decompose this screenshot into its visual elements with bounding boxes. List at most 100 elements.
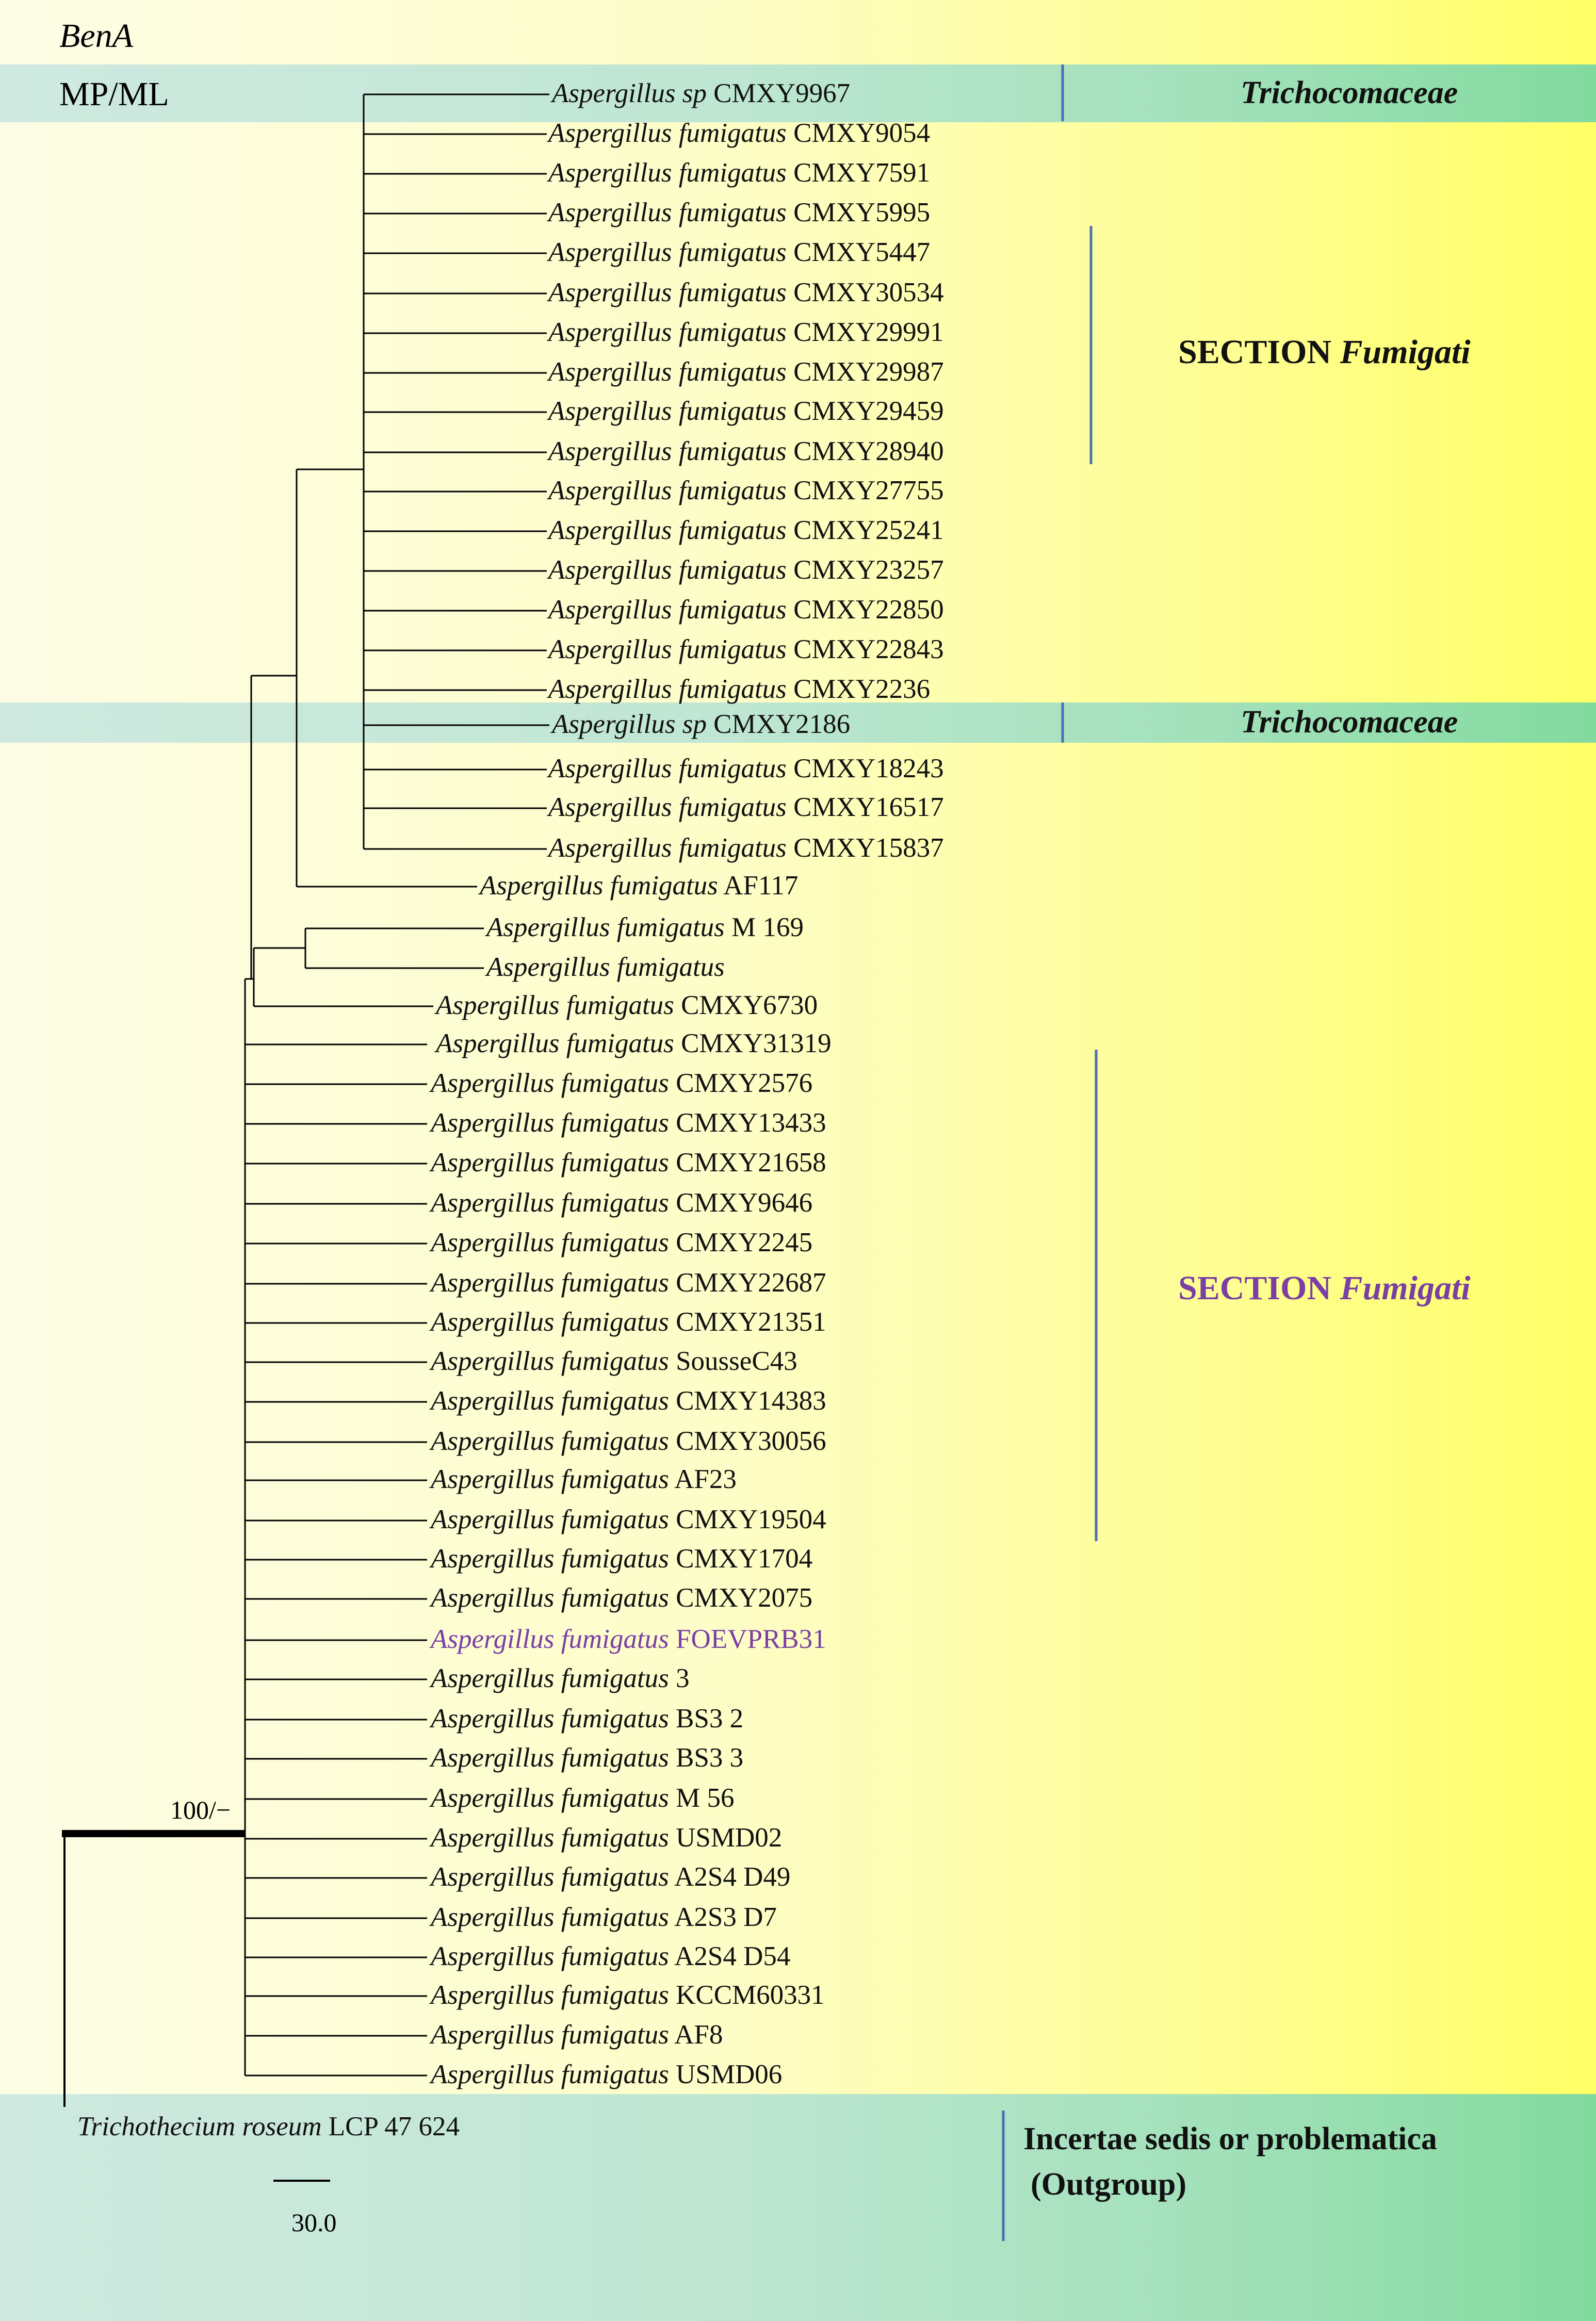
taxon-label: Aspergillus fumigatus 3	[431, 1663, 690, 1694]
taxon-label: Aspergillus fumigatus USMD02	[431, 1822, 782, 1853]
taxon-genus: Aspergillus fumigatus	[431, 1268, 669, 1298]
taxon-label: Aspergillus fumigatus CMXY14383	[431, 1385, 826, 1416]
taxon-genus: Aspergillus fumigatus	[548, 754, 787, 783]
taxon-label: Aspergillus fumigatus CMXY5995	[548, 197, 930, 228]
taxon-genus: Aspergillus fumigatus	[548, 277, 787, 307]
taxon-label: Aspergillus fumigatus M 169	[486, 912, 804, 943]
taxon-strain: LCP 47 624	[321, 2112, 460, 2142]
taxon-label: Aspergillus fumigatus CMXY2245	[431, 1227, 812, 1258]
taxon-label: Aspergillus fumigatus AF8	[431, 2019, 723, 2050]
taxon-strain: AF8	[669, 2020, 723, 2050]
taxon-genus: Aspergillus fumigatus	[548, 833, 787, 863]
taxon-label: Aspergillus fumigatus BS3 3	[431, 1742, 743, 1773]
taxon-strain: CMXY1704	[669, 1544, 813, 1574]
taxon-label: Aspergillus fumigatus A2S4 D54	[431, 1941, 790, 1972]
taxon-label: Aspergillus fumigatus CMXY23257	[548, 554, 944, 585]
taxon-strain: FOEVPRB31	[669, 1624, 826, 1654]
taxon-strain: CMXY2576	[669, 1068, 813, 1098]
figure-title: BenA	[59, 17, 133, 55]
taxon-label: Aspergillus fumigatus BS3 2	[431, 1703, 743, 1734]
taxon-label: Aspergillus fumigatus CMXY13433	[431, 1107, 826, 1138]
taxon-strain: SousseC43	[669, 1346, 797, 1376]
taxon-genus: Aspergillus fumigatus	[431, 1505, 669, 1534]
taxon-genus: Aspergillus fumigatus	[431, 1108, 669, 1138]
taxon-label: Aspergillus fumigatus CMXY2576	[431, 1068, 812, 1099]
taxon-genus: Aspergillus fumigatus	[431, 1346, 669, 1376]
taxon-strain: A2S4 D49	[669, 1862, 791, 1892]
group-band-trichocomaceae-1	[0, 64, 1596, 122]
taxon-strain: CMXY29459	[786, 396, 944, 426]
taxon-strain: CMXY31319	[674, 1028, 832, 1058]
taxon-strain: A2S3 D7	[669, 1902, 777, 1932]
taxon-label: Aspergillus fumigatus CMXY30534	[548, 277, 944, 308]
taxon-label: Aspergillus fumigatus CMXY9054	[548, 118, 930, 149]
taxon-genus: Aspergillus fumigatus	[431, 1941, 669, 1971]
taxon-label: Aspergillus sp CMXY9967	[552, 78, 850, 109]
group-band-outgroup	[0, 2094, 1596, 2321]
taxon-genus: Aspergillus fumigatus	[431, 1704, 669, 1734]
taxon-genus: Aspergillus fumigatus	[431, 1583, 669, 1613]
taxon-strain: BS3 3	[669, 1743, 744, 1773]
taxon-label: Aspergillus fumigatus CMXY29991	[548, 317, 944, 348]
method-label: MP/ML	[59, 75, 169, 113]
taxon-label: Aspergillus fumigatus CMXY25241	[548, 515, 944, 546]
taxon-strain: CMXY28940	[786, 436, 944, 466]
taxon-label: Aspergillus fumigatus CMXY15837	[548, 832, 944, 863]
taxon-genus: Aspergillus fumigatus	[486, 952, 725, 982]
taxon-genus: Aspergillus fumigatus	[431, 1544, 669, 1574]
taxon-genus: Aspergillus fumigatus	[548, 436, 787, 466]
taxon-strain: USMD02	[669, 1823, 783, 1853]
taxon-strain: CMXY7591	[786, 158, 931, 188]
taxon-label: Aspergillus fumigatus CMXY9646	[431, 1187, 812, 1218]
taxon-genus: Aspergillus fumigatus	[548, 237, 787, 267]
taxon-strain: CMXY14383	[669, 1386, 826, 1416]
taxon-strain: USMD06	[669, 2060, 783, 2089]
taxon-genus: Aspergillus fumigatus	[431, 1148, 669, 1178]
taxon-label: Aspergillus fumigatus A2S3 D7	[431, 1902, 777, 1933]
taxon-label: Aspergillus fumigatus A2S4 D49	[431, 1861, 790, 1892]
taxon-label: Aspergillus fumigatus CMXY29987	[548, 356, 944, 387]
taxon-genus: Aspergillus fumigatus	[431, 1743, 669, 1773]
taxon-strain: KCCM60331	[669, 1980, 825, 2010]
taxon-strain: CMXY15837	[786, 833, 944, 863]
taxon-label: Aspergillus fumigatus	[486, 952, 725, 983]
taxon-genus: Aspergillus fumigatus	[431, 1228, 669, 1257]
taxon-strain: CMXY2245	[669, 1228, 813, 1257]
taxon-genus: Aspergillus fumigatus	[431, 1307, 669, 1337]
group-label-outgroup-line2: (Outgroup)	[1031, 2167, 1187, 2202]
taxon-strain: CMXY5447	[786, 237, 931, 267]
taxon-label: Aspergillus fumigatus CMXY1704	[431, 1543, 812, 1574]
taxon-strain: AF23	[669, 1464, 737, 1494]
taxon-genus: Aspergillus fumigatus	[431, 1980, 669, 2010]
group-band-trichocomaceae-2	[0, 702, 1596, 743]
group-label-trichocomaceae-2: Trichocomaceae	[1241, 705, 1458, 740]
taxon-genus: Aspergillus sp	[552, 709, 707, 739]
taxon-label: Aspergillus fumigatus CMXY6730	[436, 990, 818, 1021]
taxon-genus: Aspergillus fumigatus	[548, 317, 787, 347]
taxon-label: Aspergillus fumigatus CMXY22850	[548, 594, 944, 625]
taxon-strain: CMXY23257	[786, 555, 944, 585]
taxon-strain: CMXY2236	[786, 674, 931, 704]
taxon-genus: Aspergillus fumigatus	[431, 1624, 669, 1654]
taxon-strain: CMXY29991	[786, 317, 944, 347]
taxon-genus: Aspergillus fumigatus	[548, 595, 787, 625]
taxon-genus: Aspergillus fumigatus	[431, 1464, 669, 1494]
taxon-label: Aspergillus fumigatus CMXY22687	[431, 1267, 826, 1298]
taxon-genus: Aspergillus fumigatus	[548, 158, 787, 188]
group-label-trichocomaceae-1: Trichocomaceae	[1241, 75, 1458, 110]
taxon-strain: BS3 2	[669, 1704, 744, 1734]
taxon-genus: Aspergillus fumigatus	[431, 1862, 669, 1892]
taxon-strain: CMXY9646	[669, 1188, 813, 1218]
group-label-section-fumigati-2: SECTION Fumigati	[1178, 1269, 1471, 1307]
taxon-strain: CMXY16517	[786, 792, 944, 822]
taxon-genus: Aspergillus fumigatus	[548, 198, 787, 227]
taxon-strain: CMXY18243	[786, 754, 944, 783]
taxon-label: Aspergillus fumigatus FOEVPRB31	[431, 1624, 826, 1655]
taxon-strain: CMXY6730	[674, 990, 818, 1020]
taxon-genus: Aspergillus fumigatus	[431, 2060, 669, 2089]
taxon-genus: Aspergillus fumigatus	[436, 1028, 674, 1058]
taxon-genus: Aspergillus sp	[552, 78, 707, 108]
taxon-label: Aspergillus sp CMXY2186	[552, 709, 850, 740]
taxon-genus: Aspergillus fumigatus	[548, 792, 787, 822]
